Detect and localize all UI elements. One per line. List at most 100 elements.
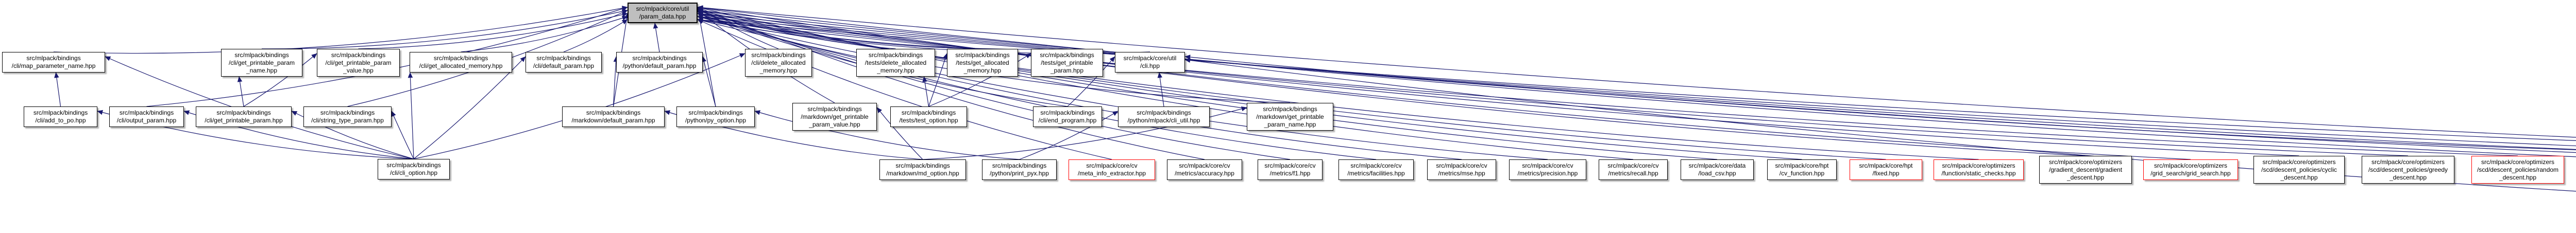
- graph-node[interactable]: src/mlpack/bindings/tests/get_printable_…: [1031, 49, 1103, 77]
- graph-node[interactable]: src/mlpack/bindings/cli/string_type_para…: [303, 106, 392, 127]
- graph-node-label-line: src/mlpack/bindings: [1137, 109, 1191, 116]
- dependency-edge: [928, 53, 1031, 107]
- graph-node[interactable]: src/mlpack/core/hpt/cv_function.hpp: [1767, 159, 1837, 180]
- graph-node-label-line: /function/static_checks.hpp: [1941, 170, 2016, 177]
- graph-node[interactable]: src/mlpack/bindings/cli/output_param.hpp: [109, 106, 184, 127]
- graph-node[interactable]: src/mlpack/core/cv/metrics/f1.hpp: [1258, 159, 1323, 180]
- graph-node[interactable]: src/mlpack/bindings/markdown/md_option.h…: [879, 159, 966, 180]
- graph-node-label-line: src/mlpack/bindings: [386, 162, 441, 169]
- graph-node[interactable]: src/mlpack/bindings/cli/cli_option.hpp: [378, 159, 450, 180]
- graph-node-label-line: src/mlpack/bindings: [1263, 105, 1317, 113]
- graph-node-label-line: /markdown/default_param.hpp: [571, 117, 655, 124]
- graph-node-label-line: src/mlpack/core/cv: [1607, 162, 1659, 169]
- graph-node-label-line: /grid_search/grid_search.hpp: [2150, 170, 2231, 177]
- dependency-edge: [1067, 56, 1115, 107]
- graph-node[interactable]: src/mlpack/core/data/load_csv.hpp: [1681, 159, 1754, 180]
- graph-node-label-line: src/mlpack/bindings: [536, 55, 591, 62]
- graph-node-label-line: src/mlpack/core/optimizers: [2481, 158, 2555, 166]
- graph-node[interactable]: src/mlpack/core/util/cli.hpp: [1115, 52, 1185, 73]
- graph-node[interactable]: src/mlpack/bindings/cli/map_parameter_na…: [2, 52, 105, 73]
- graph-node-label-line: src/mlpack/core/optimizers: [2371, 158, 2445, 166]
- graph-node[interactable]: src/mlpack/bindings/tests/test_option.hp…: [890, 106, 967, 127]
- graph-node-label-line: src/mlpack/bindings: [895, 162, 950, 169]
- dependency-edge: [697, 8, 2576, 153]
- dependency-edge: [697, 11, 2299, 156]
- graph-node[interactable]: src/mlpack/bindings/python/default_param…: [616, 52, 703, 73]
- graph-node[interactable]: src/mlpack/bindings/python/print_pyx.hpp: [982, 159, 1057, 180]
- graph-node[interactable]: src/mlpack/core/cv/metrics/facilities.hp…: [1338, 159, 1414, 180]
- dependency-edge: [613, 56, 619, 107]
- graph-node[interactable]: src/mlpack/bindings/markdown/get_printab…: [792, 103, 877, 131]
- dependency-edge: [697, 14, 2409, 156]
- graph-node-label-line: src/mlpack/core/optimizers: [2262, 158, 2336, 166]
- dependency-edge: [697, 18, 1548, 160]
- graph-node-label-line: /metrics/mse.hpp: [1438, 170, 1485, 177]
- graph-node-label-line: src/mlpack/bindings: [868, 51, 923, 59]
- graph-node-label-line: /gradient_descent/gradient: [2048, 166, 2123, 173]
- graph-node[interactable]: src/mlpack/bindings/markdown/default_par…: [562, 106, 665, 127]
- graph-node-label-line: src/mlpack/bindings: [632, 55, 687, 62]
- dependency-edge: [1184, 58, 2576, 192]
- graph-node[interactable]: src/mlpack/bindings/cli/get_printable_pa…: [221, 49, 302, 77]
- graph-node[interactable]: src/mlpack/core/optimizers/scd/descent_p…: [2253, 156, 2345, 184]
- graph-node-label-line: src/mlpack/bindings: [1040, 109, 1095, 116]
- dependency-edge: [261, 9, 628, 49]
- dependency-edge: [697, 9, 1718, 160]
- graph-node-label-line: /python/print_pyx.hpp: [990, 170, 1049, 177]
- graph-node-label-line: /metrics/precision.hpp: [1517, 170, 1578, 177]
- graph-node[interactable]: src/mlpack/bindings/cli/default_param.hp…: [526, 52, 602, 73]
- graph-node[interactable]: src/mlpack/core/cv/metrics/recall.hpp: [1599, 159, 1668, 180]
- graph-node[interactable]: src/mlpack/bindings/python/py_option.hpp: [676, 106, 755, 127]
- graph-node[interactable]: src/mlpack/bindings/markdown/get_printab…: [1247, 103, 1333, 131]
- graph-node-label-line: src/mlpack/core/cv: [1436, 162, 1487, 169]
- graph-node[interactable]: src/mlpack/bindings/cli/get_allocated_me…: [410, 52, 512, 73]
- graph-node-label-line: /scd/descent_policies/random: [2477, 166, 2559, 173]
- graph-node-label-line: /metrics/accuracy.hpp: [1175, 170, 1234, 177]
- dependency-edge: [697, 14, 2576, 147]
- graph-node-label-line: src/mlpack/core/optimizers: [2154, 162, 2228, 169]
- graph-node[interactable]: src/mlpack/bindings/cli/add_to_po.hpp: [24, 106, 97, 127]
- graph-node[interactable]: src/mlpack/bindings/cli/delete_allocated…: [745, 49, 812, 77]
- graph-node[interactable]: src/mlpack/core/optimizers/scd/descent_p…: [2471, 156, 2564, 184]
- graph-node[interactable]: src/mlpack/core/cv/metrics/precision.hpp: [1509, 159, 1586, 180]
- dependency-edge: [697, 8, 2191, 160]
- graph-node-label-line: src/mlpack/bindings: [1040, 51, 1094, 59]
- graph-node[interactable]: src/mlpack/core/cv/metrics/accuracy.hpp: [1167, 159, 1242, 180]
- graph-node-label-line: src/mlpack/core/cv: [1264, 162, 1316, 169]
- graph-node-label-line: src/mlpack/bindings: [119, 109, 174, 116]
- graph-node-label-line: /tests/delete_allocated: [865, 59, 927, 66]
- graph-node-label-line: /markdown/get_printable: [801, 113, 869, 120]
- graph-node[interactable]: src/mlpack/core/optimizers/grid_search/g…: [2143, 159, 2238, 180]
- graph-node[interactable]: src/mlpack/bindings/cli/get_printable_pa…: [317, 49, 400, 77]
- graph-node[interactable]: src/mlpack/bindings/tests/get_allocated_…: [947, 49, 1018, 77]
- dependency-edge: [697, 12, 1377, 160]
- graph-node-label-line: _param_value.hpp: [809, 120, 860, 128]
- graph-node-label-line: _descent.hpp: [2499, 173, 2537, 181]
- graph-node-label-line: _memory.hpp: [759, 66, 798, 74]
- graph-node[interactable]: src/mlpack/bindings/cli/get_printable_pa…: [196, 106, 292, 127]
- dependency-edge: [697, 5, 2576, 138]
- graph-node-label-line: /cli/get_printable_param: [325, 59, 392, 66]
- dependency-edge: [697, 12, 983, 49]
- graph-node-label-line: /metrics/recall.hpp: [1608, 170, 1658, 177]
- graph-node-label-line: src/mlpack/bindings: [688, 109, 743, 116]
- dependency-edge: [697, 19, 1112, 160]
- graph-node[interactable]: src/mlpack/core/hpt/fixed.hpp: [1850, 159, 1922, 180]
- graph-node[interactable]: src/mlpack/core/optimizers/function/stat…: [1934, 159, 2024, 180]
- graph-node-label-line: src/mlpack/core/data: [1688, 162, 1746, 169]
- dependency-edge: [754, 110, 1020, 160]
- graph-node[interactable]: src/mlpack/core/cv/metrics/mse.hpp: [1427, 159, 1496, 180]
- graph-node-label-line: src/mlpack/bindings: [234, 51, 289, 59]
- graph-node-label-line: src/mlpack/bindings: [331, 51, 386, 59]
- graph-node[interactable]: src/mlpack/core/cv/meta_info_extractor.h…: [1069, 159, 1155, 180]
- graph-node[interactable]: src/mlpack/core/optimizers/scd/descent_p…: [2362, 156, 2454, 184]
- graph-node[interactable]: src/mlpack/bindings/python/mlpack/cli_ut…: [1118, 106, 1210, 127]
- graph-node[interactable]: src/mlpack/bindings/tests/delete_allocat…: [856, 49, 935, 77]
- dependency-edge: [1019, 111, 1118, 160]
- graph-node-label-line: src/mlpack/core/optimizers: [2048, 158, 2123, 166]
- graph-node[interactable]: src/mlpack/bindings/cli/end_program.hpp: [1033, 106, 1102, 127]
- graph-node-label-line: /cv_function.hpp: [1779, 170, 1825, 177]
- graph-node[interactable]: src/mlpack/core/optimizers/gradient_desc…: [2039, 156, 2132, 184]
- graph-node-label-line: /meta_info_extractor.hpp: [1077, 170, 1146, 177]
- graph-node-label-line: /metrics/f1.hpp: [1269, 170, 1311, 177]
